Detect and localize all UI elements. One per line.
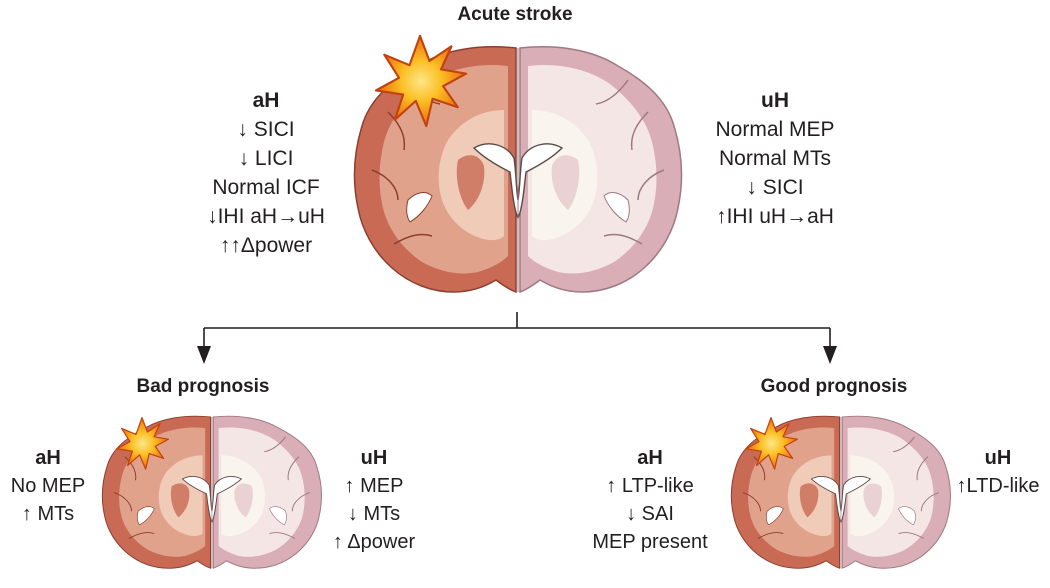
- good-ah-line: ↑ LTP-like: [606, 475, 694, 497]
- top-ah-line: ↑↑Δpower: [219, 234, 313, 257]
- bad-ah-line: No MEP: [10, 475, 86, 497]
- good-ah-line: ↓ SAI: [626, 503, 674, 525]
- arrow-down-icon: [823, 346, 837, 364]
- arrow-down-icon: [197, 346, 211, 364]
- bad-uh-heading: uH: [360, 447, 388, 469]
- bad-uh-line: ↑ MEP: [344, 475, 404, 497]
- top-uh-line: ↑IHI uH→aH: [716, 205, 834, 228]
- good-uh-heading: uH: [984, 447, 1012, 469]
- top-uh-line: ↓ SICI: [746, 176, 804, 199]
- bad-uh-line: ↑ Δpower: [332, 531, 416, 553]
- top-uh-line: Normal MEP: [715, 118, 835, 141]
- top-uh-heading: uH: [761, 89, 789, 112]
- top-ah-block: aH ↓ SICI ↓ LICI Normal ICF ↓IHI aH→uH ↑…: [176, 86, 356, 260]
- top-ah-line: ↓ SICI: [237, 118, 295, 141]
- title-bad-prognosis: Bad prognosis: [136, 376, 270, 397]
- top-uh-line: Normal MTs: [718, 147, 831, 170]
- good-ah-block: aH ↑ LTP-like ↓ SAI MEP present: [572, 444, 728, 556]
- good-uh-line: ↑LTD-like: [956, 475, 1040, 497]
- bad-ah-block: aH No MEP ↑ MTs: [0, 444, 96, 528]
- bad-uh-block: uH ↑ MEP ↓ MTs ↑ Δpower: [318, 444, 430, 556]
- bad-ah-line: ↑ MTs: [21, 503, 75, 525]
- bad-uh-line: ↓ MTs: [347, 503, 401, 525]
- bad-ah-heading: aH: [35, 447, 61, 469]
- good-ah-heading: aH: [637, 447, 663, 469]
- good-uh-block: uH ↑LTD-like: [946, 444, 1050, 500]
- top-ah-line: ↓ LICI: [238, 147, 294, 170]
- top-uh-block: uH Normal MEP Normal MTs ↓ SICI ↑IHI uH→…: [690, 86, 860, 231]
- good-ah-line: MEP present: [592, 531, 708, 553]
- top-ah-line: ↓IHI aH→uH: [207, 205, 325, 228]
- top-ah-heading: aH: [252, 89, 280, 112]
- arrow-down-icon: [203, 312, 831, 352]
- title-acute-stroke: Acute stroke: [457, 4, 573, 25]
- top-ah-line: Normal ICF: [212, 176, 320, 199]
- title-good-prognosis: Good prognosis: [760, 376, 908, 397]
